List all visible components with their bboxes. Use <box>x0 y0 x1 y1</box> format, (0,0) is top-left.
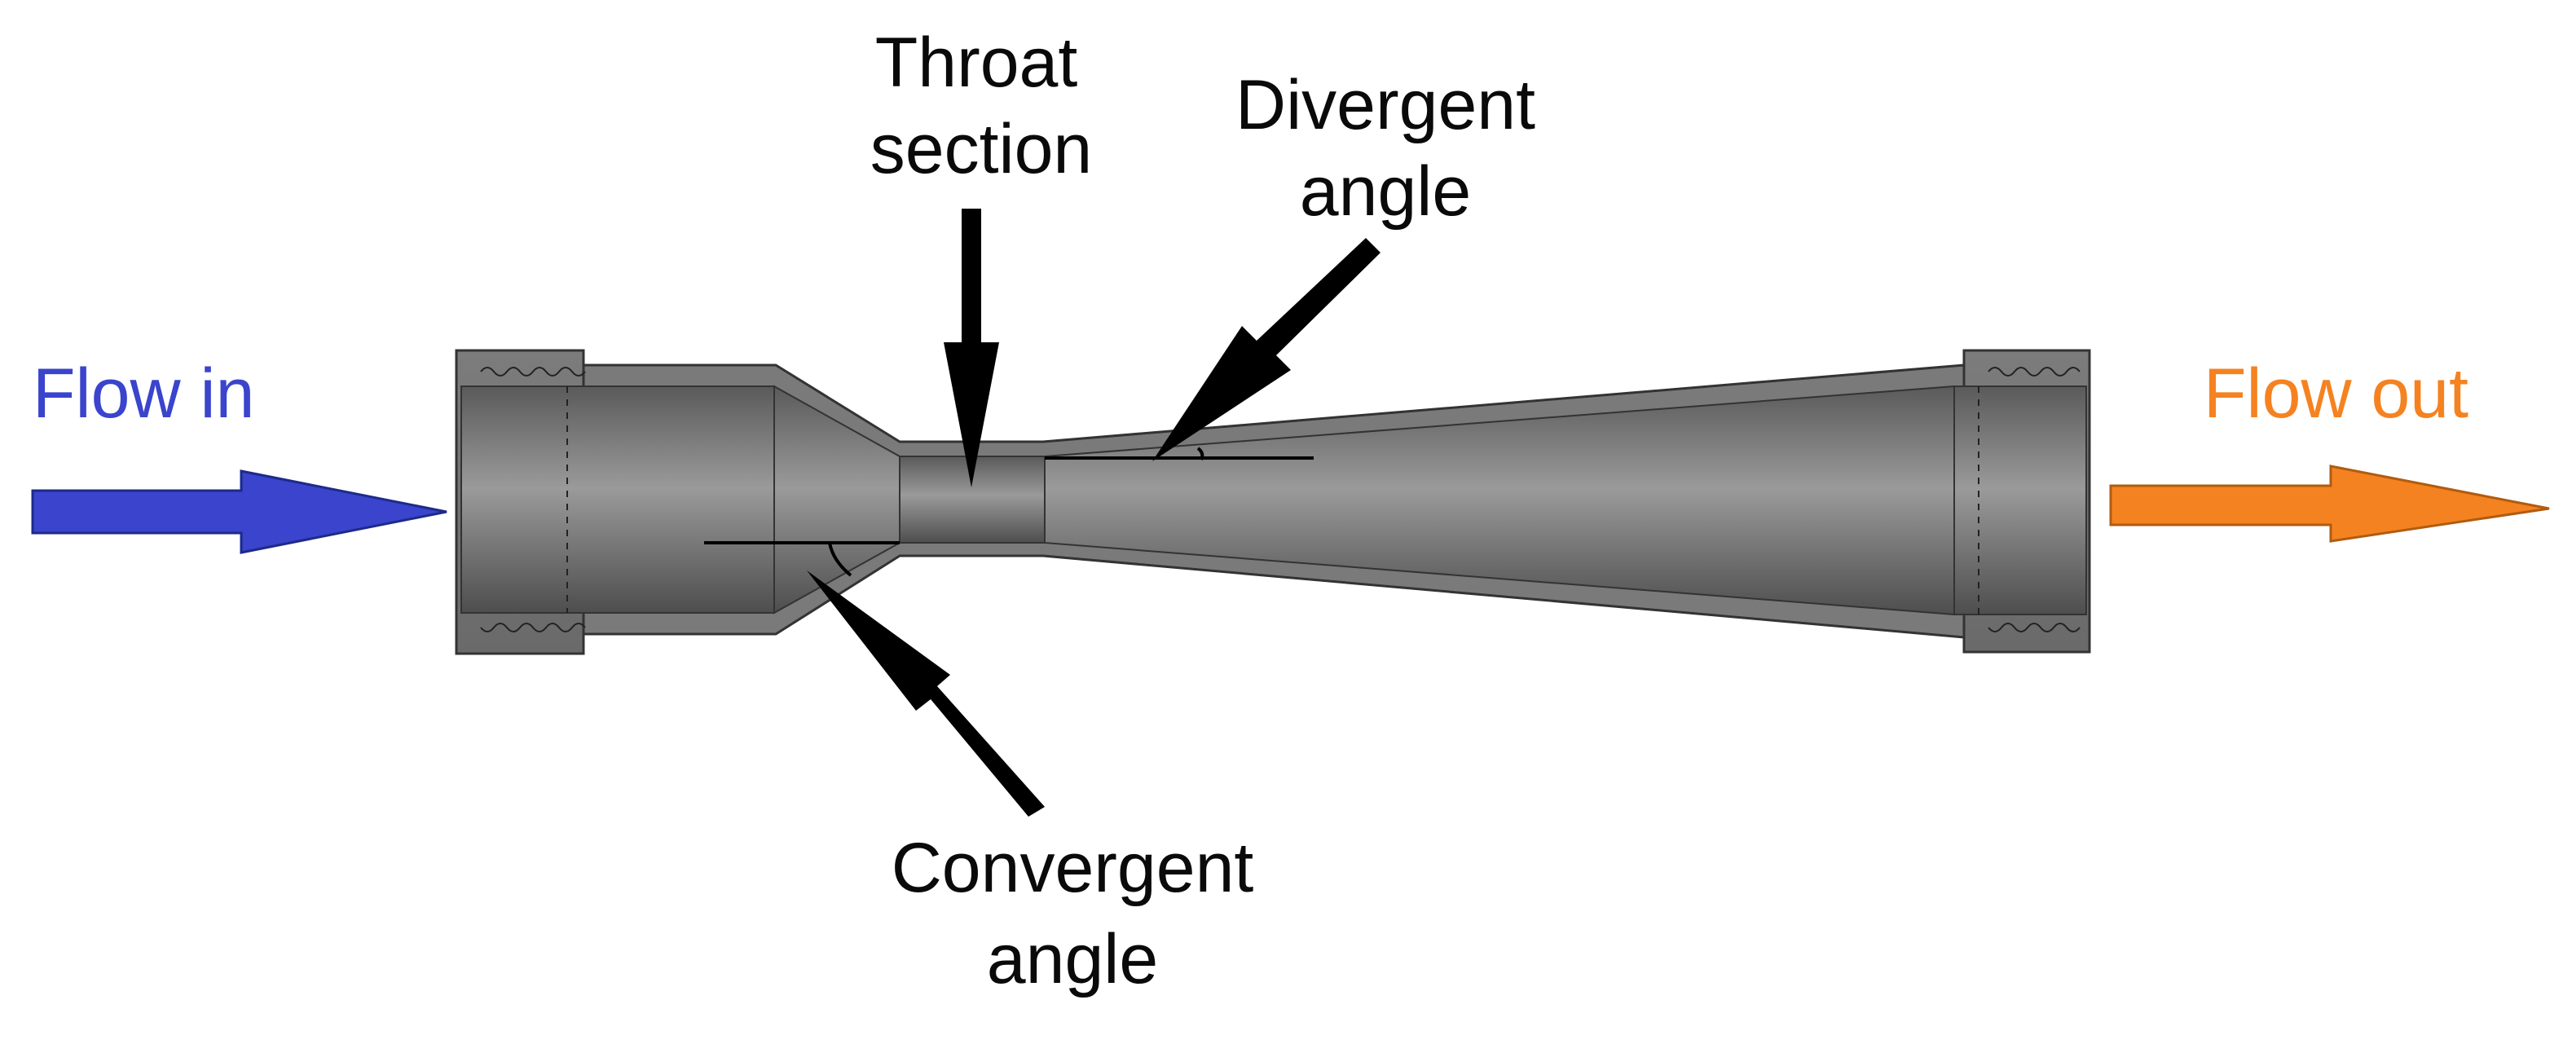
divergent-angle-arc <box>1196 447 1204 460</box>
divergent-label-line2: angle <box>1300 152 1471 231</box>
flow-in-label: Flow in <box>33 355 254 433</box>
convergent-label-line1: Convergent <box>892 829 1254 907</box>
convergent-angle-arc <box>828 542 852 577</box>
throat-label-line1: Throat <box>875 24 1078 102</box>
flow-in-arrow-icon <box>31 469 447 554</box>
inlet-bore <box>460 385 775 614</box>
throat-label-line2: section <box>870 110 1093 188</box>
flow-out-arrow-icon <box>2109 465 2550 543</box>
divergent-label-line1: Divergent <box>1235 66 1535 144</box>
inlet-thread-bottom <box>480 623 586 632</box>
convergent-pointer-icon <box>807 570 1045 817</box>
outlet-thread-bottom <box>1988 623 2081 632</box>
inlet-thread-top <box>480 367 586 377</box>
throat-pointer-icon <box>944 209 999 487</box>
venturi-tube <box>455 349 2091 655</box>
flow-out-label: Flow out <box>2204 355 2468 433</box>
pointer-arrows <box>807 209 1380 817</box>
outlet-thread-top <box>1988 367 2081 377</box>
convergent-label-line2: angle <box>987 920 1158 998</box>
divergent-pointer-icon <box>1152 238 1380 461</box>
outlet-bore <box>1953 385 2087 615</box>
